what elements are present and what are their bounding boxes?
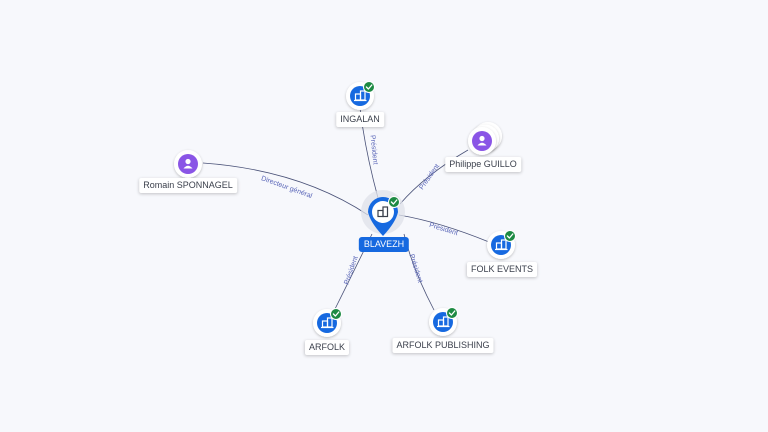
edge-label-arfolk: Président	[343, 255, 359, 285]
verified-check-icon	[363, 81, 375, 93]
verified-check-icon	[504, 230, 516, 242]
central-node[interactable]	[361, 190, 405, 236]
edge-label-romain: Directeur général	[260, 175, 313, 200]
person-node-romain[interactable]	[174, 150, 202, 178]
company-label-ingalan[interactable]: INGALAN	[336, 112, 384, 127]
person-label-philippe[interactable]: Philippe GUILLO	[445, 157, 521, 172]
company-node-arfolk-publishing[interactable]	[429, 307, 458, 337]
edge-label-philippe: Président	[418, 163, 441, 191]
edge-romain	[202, 162, 369, 216]
company-label-folk-events[interactable]: FOLK EVENTS	[466, 262, 538, 277]
building-icon	[321, 317, 334, 329]
edge-folk-events	[398, 214, 490, 243]
company-node-ingalan[interactable]	[346, 81, 375, 111]
person-icon	[183, 158, 193, 169]
verified-check-icon	[330, 308, 342, 320]
verified-check-icon	[388, 196, 400, 208]
building-icon	[437, 316, 450, 328]
verified-check-icon	[446, 307, 458, 319]
edge-philippe	[399, 149, 469, 205]
company-label-arfolk[interactable]: ARFOLK	[304, 340, 350, 355]
person-node-philippe[interactable]	[468, 122, 502, 155]
edge-label-ingalan: Président	[368, 135, 378, 165]
building-icon	[377, 206, 389, 218]
person-icon	[477, 135, 487, 146]
company-node-arfolk[interactable]	[313, 308, 342, 338]
person-label-romain[interactable]: Romain SPONNAGEL	[139, 178, 237, 193]
central-label[interactable]: BLAVEZH	[358, 237, 410, 252]
building-icon	[495, 239, 508, 251]
edge-label-folk-events: Président	[428, 222, 458, 237]
building-icon	[354, 90, 367, 102]
company-label-arfolk-publishing[interactable]: ARFOLK PUBLISHING	[392, 338, 494, 353]
company-node-folk-events[interactable]	[487, 230, 516, 260]
edge-label-arfolk-publishing: Président	[408, 253, 424, 283]
